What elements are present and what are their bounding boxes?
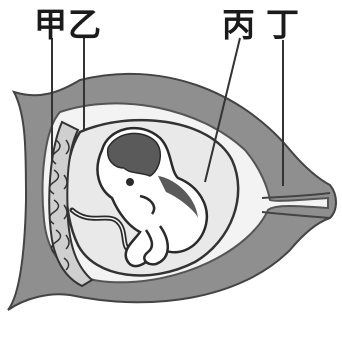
label-yi: 乙	[68, 5, 101, 44]
label-jia: 甲	[34, 5, 67, 44]
label-ding: 丁	[266, 5, 299, 44]
fetus-eye	[126, 178, 134, 186]
label-bing: 丙	[222, 5, 255, 44]
